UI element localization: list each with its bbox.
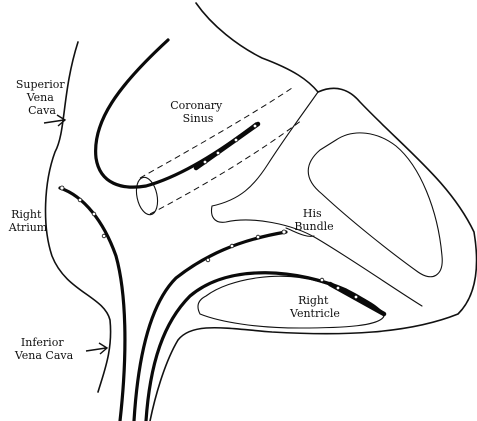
rv-electrode <box>320 278 324 282</box>
right-ventricle-label: Right Ventricle <box>289 294 340 320</box>
inferior-vena-cava-label: Inferior Vena Cava <box>14 336 74 362</box>
his-electrode <box>206 258 210 262</box>
his-bundle-label-line1: His <box>303 207 322 220</box>
his-bundle-label-line2: Bundle <box>294 220 333 233</box>
his-electrode <box>256 235 260 239</box>
right-ventricle-cavity-outline <box>198 276 384 328</box>
rv-electrode <box>354 295 358 299</box>
right-atrium-catheter <box>60 188 125 421</box>
right-ventricle-label-line1: Right <box>298 294 329 307</box>
coronary-sinus-label: Coronary Sinus <box>170 99 226 125</box>
inferior-vena-cava-label-line2: Vena Cava <box>14 349 74 362</box>
ivc-arrow <box>86 343 107 354</box>
right-ventricle-label-line2: Ventricle <box>289 307 340 320</box>
cs-electrode <box>253 124 257 128</box>
coronary-sinus-label-line1: Coronary <box>170 99 223 112</box>
right-atrium-label-line1: Right <box>11 208 42 221</box>
right-atrium-label: Right Atrium <box>8 208 48 234</box>
cs-electrode <box>203 160 207 164</box>
his-electrode <box>282 230 286 234</box>
rv-electrode <box>336 286 340 290</box>
hra-electrode <box>78 198 82 202</box>
inferior-vena-cava-label-line1: Inferior <box>21 336 64 349</box>
coronary-sinus-lower-wall <box>150 120 302 214</box>
superior-vena-cava-label-line1: Superior <box>16 78 66 91</box>
hra-electrode <box>60 186 64 190</box>
hra-electrode <box>102 234 106 238</box>
cs-electrode <box>234 138 238 142</box>
right-atrium-label-line2: Atrium <box>8 221 48 234</box>
coronary-sinus-catheter <box>96 40 256 187</box>
superior-vena-cava-label-line3: Cava <box>28 104 56 117</box>
superior-vena-cava-label-line2: Vena <box>26 91 55 104</box>
superior-vena-cava-label: Superior Vena Cava <box>16 78 68 117</box>
his-bundle-label: His Bundle <box>294 207 333 233</box>
coronary-sinus-label-line2: Sinus <box>183 112 214 125</box>
cs-electrode <box>216 151 220 155</box>
his-electrode <box>230 244 234 248</box>
left-ventricle-cavity-outline <box>308 133 442 277</box>
hra-electrode <box>92 212 96 216</box>
